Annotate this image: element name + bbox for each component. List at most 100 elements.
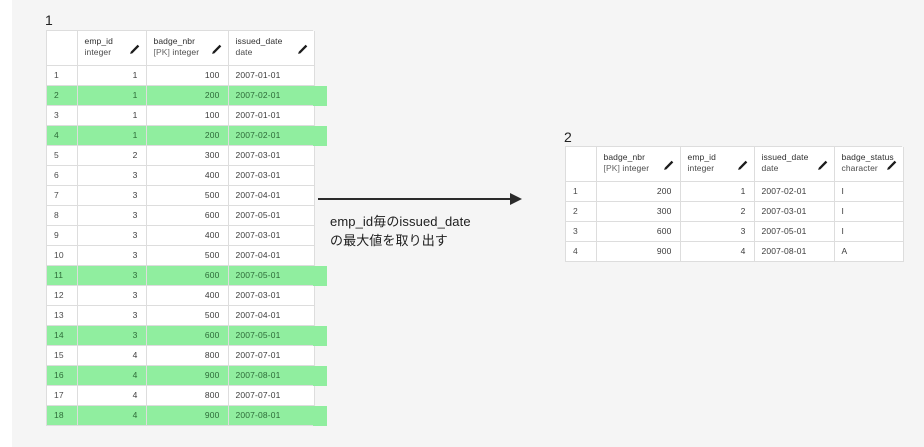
cell-issued_date[interactable]: 2007-03-01 xyxy=(228,285,315,306)
cell-badge_nbr[interactable]: 900 xyxy=(146,405,229,426)
cell-emp_id[interactable]: 3 xyxy=(77,225,147,246)
cell-badge_nbr[interactable]: 900 xyxy=(596,241,681,262)
cell-issued_date[interactable]: 2007-08-01 xyxy=(228,405,315,426)
cell-emp_id[interactable]: 4 xyxy=(77,385,147,406)
cell-emp_id[interactable]: 2 xyxy=(680,201,755,222)
cell-emp_id[interactable]: 1 xyxy=(77,105,147,126)
cell-issued_date[interactable]: 2007-03-01 xyxy=(228,145,315,166)
cell-badge_nbr[interactable]: 300 xyxy=(596,201,681,222)
cell-emp_id[interactable]: 4 xyxy=(77,405,147,426)
cell-badge_nbr[interactable]: 600 xyxy=(146,265,229,286)
cell-emp_id[interactable]: 3 xyxy=(77,325,147,346)
pencil-icon[interactable] xyxy=(297,44,308,55)
cell-emp_id[interactable]: 1 xyxy=(77,125,147,146)
cell-issued_date[interactable]: 2007-03-01 xyxy=(228,165,315,186)
cell-issued_date[interactable]: 2007-01-01 xyxy=(228,105,315,126)
cell-emp_id[interactable]: 3 xyxy=(680,221,755,242)
cell-emp_id[interactable]: 4 xyxy=(680,241,755,262)
cell-badge_nbr[interactable]: 100 xyxy=(146,105,229,126)
cell-issued_date[interactable]: 2007-07-01 xyxy=(228,385,315,406)
cell-badge_nbr[interactable]: 600 xyxy=(146,205,229,226)
cell-emp_id[interactable]: 3 xyxy=(77,205,147,226)
pencil-icon[interactable] xyxy=(129,44,140,55)
cell-issued_date[interactable]: 2007-01-01 xyxy=(228,65,315,86)
cell-badge_nbr[interactable]: 500 xyxy=(146,305,229,326)
cell-badge_nbr[interactable]: 100 xyxy=(146,65,229,86)
cell-issued_date[interactable]: 2007-07-01 xyxy=(228,345,315,366)
cell-emp_id[interactable]: 1 xyxy=(680,181,755,202)
cell-emp_id[interactable]: 3 xyxy=(77,285,147,306)
cell-badge_nbr[interactable]: 900 xyxy=(146,365,229,386)
cell-issued_date[interactable]: 2007-04-01 xyxy=(228,245,315,266)
cell-badge_nbr[interactable]: 600 xyxy=(596,221,681,242)
cell-badge_status[interactable]: I xyxy=(834,201,904,222)
cell-emp_id[interactable]: 3 xyxy=(77,245,147,266)
cell-badge_nbr[interactable]: 500 xyxy=(146,245,229,266)
cell-issued_date[interactable]: 2007-04-01 xyxy=(228,305,315,326)
column-header-badge_nbr[interactable]: badge_nbr[PK] integer xyxy=(146,31,229,66)
cell-badge_nbr[interactable]: 400 xyxy=(146,285,229,306)
pencil-icon[interactable] xyxy=(737,160,748,171)
cell-emp_id[interactable]: 4 xyxy=(77,365,147,386)
cell-badge_nbr[interactable]: 400 xyxy=(146,225,229,246)
cell-issued_date[interactable]: 2007-02-01 xyxy=(228,85,315,106)
cell-emp_id[interactable]: 2 xyxy=(77,145,147,166)
cell-emp_id[interactable]: 3 xyxy=(77,165,147,186)
cell-badge_nbr[interactable]: 400 xyxy=(146,165,229,186)
column-header-badge_nbr[interactable]: badge_nbr[PK] integer xyxy=(596,147,681,182)
cell-badge_nbr[interactable]: 800 xyxy=(146,385,229,406)
pencil-icon[interactable] xyxy=(211,44,222,55)
cell-emp_id[interactable]: 1 xyxy=(77,85,147,106)
cell-badge_status[interactable]: I xyxy=(834,181,904,202)
cell-issued_date[interactable]: 2007-08-01 xyxy=(754,241,835,262)
pencil-icon[interactable] xyxy=(817,160,828,171)
cell-issued_date[interactable]: 2007-05-01 xyxy=(228,205,315,226)
cell-badge_nbr[interactable]: 200 xyxy=(596,181,681,202)
cell-issued_date[interactable]: 2007-05-01 xyxy=(228,325,315,346)
cell-issued_date[interactable]: 2007-08-01 xyxy=(228,365,315,386)
cell-emp_id[interactable]: 3 xyxy=(77,305,147,326)
cell-issued_date[interactable]: 2007-02-01 xyxy=(754,181,835,202)
cell-issued_date[interactable]: 2007-05-01 xyxy=(228,265,315,286)
pencil-icon[interactable] xyxy=(886,160,897,171)
cell-issued_date[interactable]: 2007-03-01 xyxy=(228,225,315,246)
cell-badge_nbr[interactable]: 500 xyxy=(146,185,229,206)
cell-badge_nbr[interactable]: 600 xyxy=(146,325,229,346)
cell-issued_date[interactable]: 2007-04-01 xyxy=(228,185,315,206)
cell-emp_id[interactable]: 3 xyxy=(77,185,147,206)
cell-issued_date[interactable]: 2007-02-01 xyxy=(228,125,315,146)
cell-emp_id[interactable]: 1 xyxy=(77,65,147,86)
cell-badge_status[interactable]: I xyxy=(834,221,904,242)
cell-badge_nbr[interactable]: 200 xyxy=(146,85,229,106)
cell-emp_id[interactable]: 3 xyxy=(77,265,147,286)
cell-issued_date[interactable]: 2007-05-01 xyxy=(754,221,835,242)
cell-badge_status[interactable]: A xyxy=(834,241,904,262)
cell-emp_id[interactable]: 4 xyxy=(77,345,147,366)
cell-issued_date[interactable]: 2007-03-01 xyxy=(754,201,835,222)
